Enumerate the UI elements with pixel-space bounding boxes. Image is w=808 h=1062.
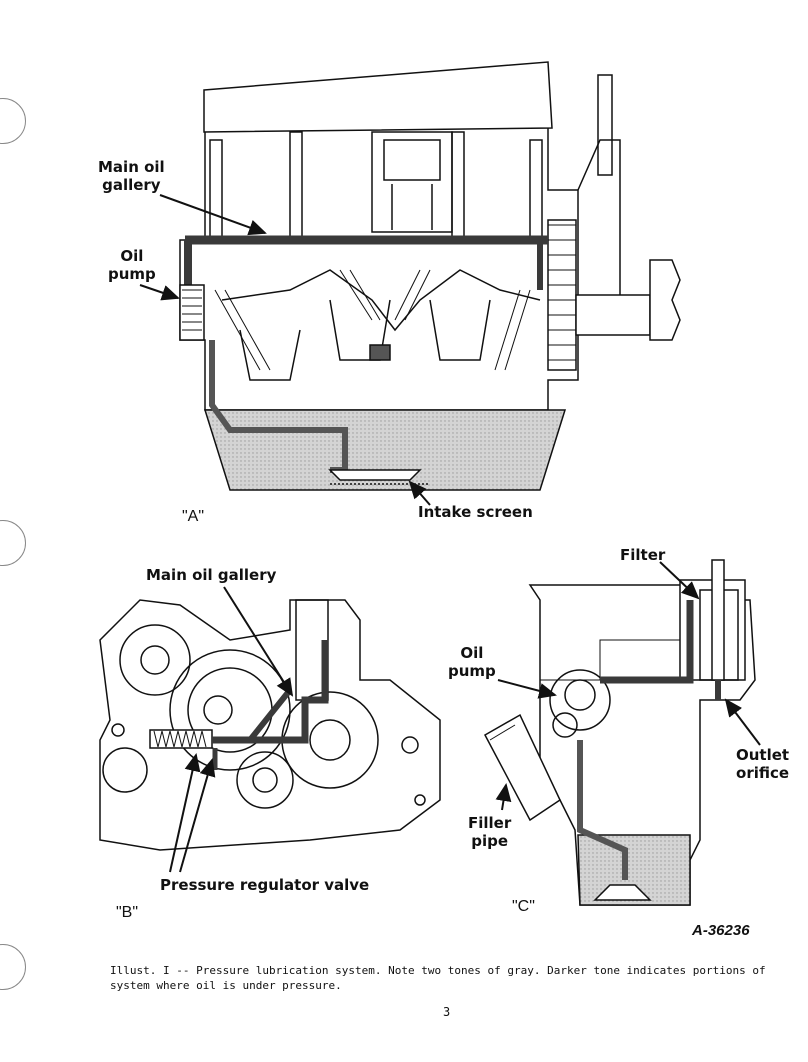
- figure-tag-a: "A": [182, 508, 205, 525]
- figure-b-pump-view: [99, 599, 441, 851]
- label-filter: Filter: [620, 546, 666, 564]
- figure-a-engine: [179, 61, 681, 491]
- figure-id: A-36236: [692, 922, 750, 939]
- label-pressure-regulator-valve: Pressure regulator valve: [160, 876, 370, 894]
- label-main-oil-gallery-b: Main oil gallery: [146, 566, 277, 584]
- page-number: 3: [443, 1005, 451, 1019]
- figure-c-filter-view: [483, 559, 756, 906]
- label-outlet-orifice: Outlet orifice: [736, 746, 790, 782]
- label-filler-pipe: Filler pipe: [468, 814, 512, 850]
- label-main-oil-gallery-a: Main oil gallery: [98, 158, 165, 194]
- figure-tag-c: "C": [512, 898, 535, 915]
- label-oil-pump-c: Oil pump: [448, 644, 496, 680]
- caption: Illust. I -- Pressure lubrication system…: [110, 964, 766, 992]
- figure-tag-b: "B": [116, 904, 139, 921]
- label-intake-screen: Intake screen: [418, 503, 533, 521]
- label-oil-pump-a: Oil pump: [108, 247, 156, 283]
